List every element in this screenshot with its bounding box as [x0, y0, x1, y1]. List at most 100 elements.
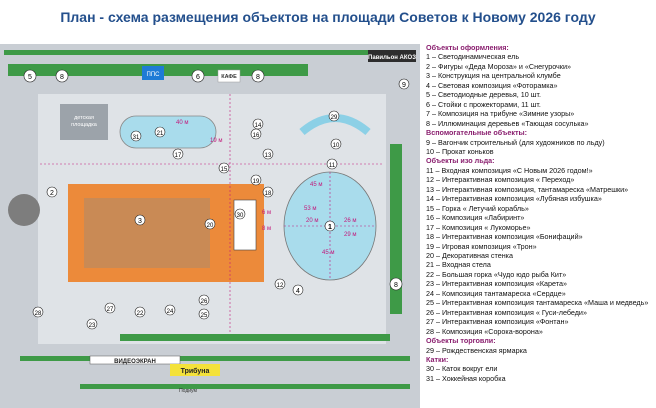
marker-18: 18: [262, 186, 274, 198]
podium-label: Подиум: [179, 388, 197, 394]
dim-40: 40 м: [176, 120, 188, 126]
marker-16: 16: [250, 128, 262, 140]
legend-item: 31 – Хоккейная коробка: [426, 373, 506, 383]
legend-item: 11 – Входная композиция «С Новым 2026 го…: [426, 165, 593, 175]
svg-text:2: 2: [50, 190, 54, 197]
screen-label: ВИДЕОЭКРАН: [114, 359, 156, 365]
legend: Объекты оформления:1 – Светодинамическая…: [426, 43, 654, 383]
svg-text:27: 27: [107, 307, 114, 313]
legend-item: 26 – Интерактивная композиция « Гуси-леб…: [426, 307, 587, 317]
screen-bar: [89, 355, 181, 365]
kiosk-box: [368, 50, 416, 62]
dim-26: 26 м: [344, 218, 356, 224]
dim-45b: 45 м: [322, 250, 334, 256]
marker-27: 27: [104, 302, 116, 314]
legend-item: 16 – Композиция «Лабиринт»: [426, 213, 525, 223]
legend-heading: Объекты торговли:: [426, 336, 496, 346]
marker-25: 25: [198, 308, 210, 320]
marker-31: 31: [130, 130, 142, 142]
marker-1: 1: [324, 220, 336, 232]
legend-item: 19 – Игровая композиция «Трон»: [426, 241, 537, 251]
dim-6: 6 м: [262, 210, 271, 216]
dim-53: 53 м: [304, 206, 316, 212]
legend-item: 28 – Композиция «Сорока-ворона»: [426, 326, 543, 336]
svg-text:8: 8: [256, 74, 260, 81]
flowerbed-core: [84, 198, 210, 268]
svg-text:15: 15: [221, 167, 228, 173]
legend-item: 2 – Фигуры «Деда Мороза» и «Снегурочки»: [426, 61, 571, 71]
pps-label: ППС: [147, 72, 161, 78]
legend-heading: Объекты изо льда:: [426, 156, 495, 166]
dim-29: 29 м: [344, 232, 356, 238]
legend-item: 23 – Интерактивная композиция «Карета»: [426, 279, 567, 289]
green-strip-top: [4, 50, 414, 55]
legend-item: 30 – Каток вокруг ели: [426, 364, 498, 374]
svg-text:4: 4: [296, 288, 300, 295]
green-strip-right: [390, 144, 402, 314]
svg-text:5: 5: [28, 74, 32, 81]
svg-text:23: 23: [89, 323, 96, 329]
svg-text:16: 16: [253, 133, 260, 139]
legend-item: 21 – Входная стела: [426, 260, 491, 270]
legend-item: 5 – Светодиодные деревья, 10 шт.: [426, 90, 541, 100]
svg-text:3: 3: [138, 218, 142, 225]
marker-24: 24: [164, 304, 176, 316]
dim-19: 19 м: [210, 138, 222, 144]
svg-text:8: 8: [60, 74, 64, 81]
marker-22: 22: [134, 306, 146, 318]
svg-text:12: 12: [277, 283, 284, 289]
marker-2: 2: [46, 186, 58, 198]
svg-text:30: 30: [237, 213, 244, 219]
legend-item: 24 – Композиция тантамареска «Сердце»: [426, 288, 566, 298]
flowerbed-slot: [233, 199, 257, 251]
marker-20: 20: [204, 218, 216, 230]
marker-5: 5: [23, 69, 37, 83]
marker-21: 21: [154, 126, 166, 138]
legend-heading: Катки:: [426, 354, 449, 364]
svg-text:26: 26: [201, 299, 208, 305]
marker-19: 19: [250, 174, 262, 186]
svg-text:24: 24: [167, 309, 174, 315]
svg-text:17: 17: [175, 153, 182, 159]
marker-8c: 8: [389, 277, 403, 291]
marker-12: 12: [274, 278, 286, 290]
legend-heading: Вспомогательные объекты:: [426, 128, 528, 138]
green-strip-bottom3: [80, 384, 410, 389]
hockey-rink: [119, 115, 217, 149]
legend-heading: Объекты оформления:: [426, 43, 509, 52]
legend-item: 27 – Интерактивная композиция «Фонтан»: [426, 317, 569, 327]
site-plan-map: Павильон АКОЗ ППС КАФЕ детская площадка …: [0, 44, 420, 408]
svg-text:21: 21: [157, 131, 164, 137]
green-strip-bottom2: [20, 356, 410, 361]
legend-item: 22 – Большая горка «Чудо юдо рыба Кит»: [426, 269, 567, 279]
marker-30: 30: [234, 208, 246, 220]
marker-3: 3: [134, 214, 146, 226]
legend-item: 25 – Интерактивная композиция тантамарес…: [426, 298, 649, 308]
playground-box: [60, 104, 108, 140]
kiosk-label: Павильон АКОЗ: [368, 55, 416, 61]
marker-14: 14: [252, 118, 264, 130]
playground-label: детская: [74, 115, 94, 121]
marker-11: 11: [326, 158, 338, 170]
cafe-label: КАФЕ: [221, 74, 237, 80]
legend-item: 20 – Декоративная стенка: [426, 250, 513, 260]
legend-item: 7 – Композиция на трибуне «Зимние узоры»: [426, 109, 575, 119]
marker-26: 26: [198, 294, 210, 306]
legend-item: 1 – Светодинамическая ель: [426, 52, 520, 62]
legend-item: 3 – Конструкция на центральной клумбе: [426, 71, 561, 81]
pps-box: [142, 66, 164, 80]
marker-8b: 8: [251, 69, 265, 83]
marker-28: 28: [32, 306, 44, 318]
marker-29: 29: [328, 110, 340, 122]
marker-8a: 8: [55, 69, 69, 83]
marker-15: 15: [218, 162, 230, 174]
svg-text:29: 29: [331, 115, 338, 121]
marker-6: 6: [191, 69, 205, 83]
svg-text:18: 18: [265, 191, 272, 197]
legend-item: 17 – Композиция « Лукоморье»: [426, 222, 531, 232]
legend-item: 13 – Интерактивная композиция, тантамаре…: [426, 184, 629, 194]
dim-20: 20 м: [306, 218, 318, 224]
legend-item: 8 – Иллюминация деревьев «Тающая сосульк…: [426, 118, 589, 128]
svg-text:19: 19: [253, 179, 260, 185]
svg-text:6: 6: [196, 74, 200, 81]
